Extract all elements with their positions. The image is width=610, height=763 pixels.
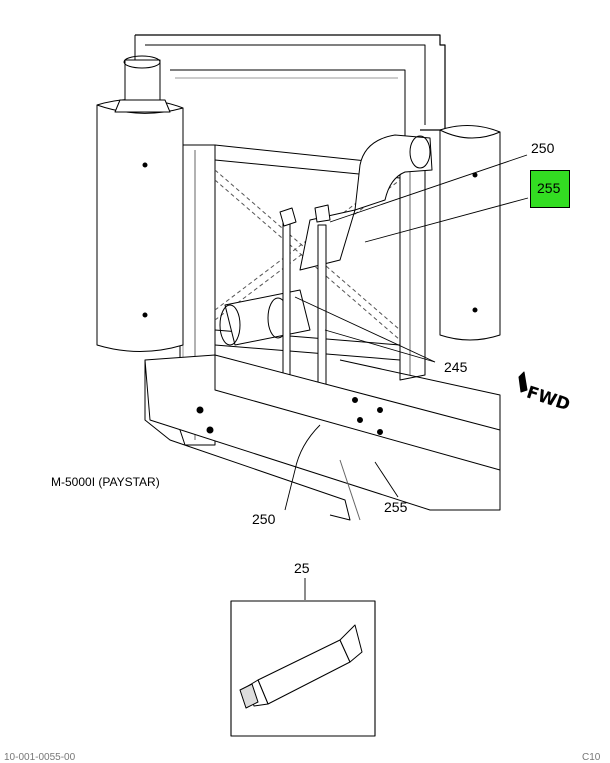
right-muffler xyxy=(439,125,501,341)
fwd-arrow-icon xyxy=(518,371,528,393)
callout-250-bottom: 250 xyxy=(252,511,276,527)
callout-250-top: 250 xyxy=(531,140,555,156)
model-caption: M-5000I (PAYSTAR) xyxy=(51,475,160,489)
callout-255-bottom: 255 xyxy=(384,499,408,515)
exhaust-strap xyxy=(279,204,331,421)
callout-255-highlighted[interactable]: 255 xyxy=(530,170,570,208)
sealant-tube-inset xyxy=(230,600,376,737)
footer-page-code: C10 xyxy=(582,752,601,763)
footer-drawing-number: 10-001-0055-00 xyxy=(4,752,76,763)
leader-lines xyxy=(284,154,529,600)
callout-25: 25 xyxy=(294,560,310,576)
left-muffler xyxy=(96,55,184,352)
frame-rails xyxy=(144,354,501,521)
callout-245: 245 xyxy=(444,359,468,375)
